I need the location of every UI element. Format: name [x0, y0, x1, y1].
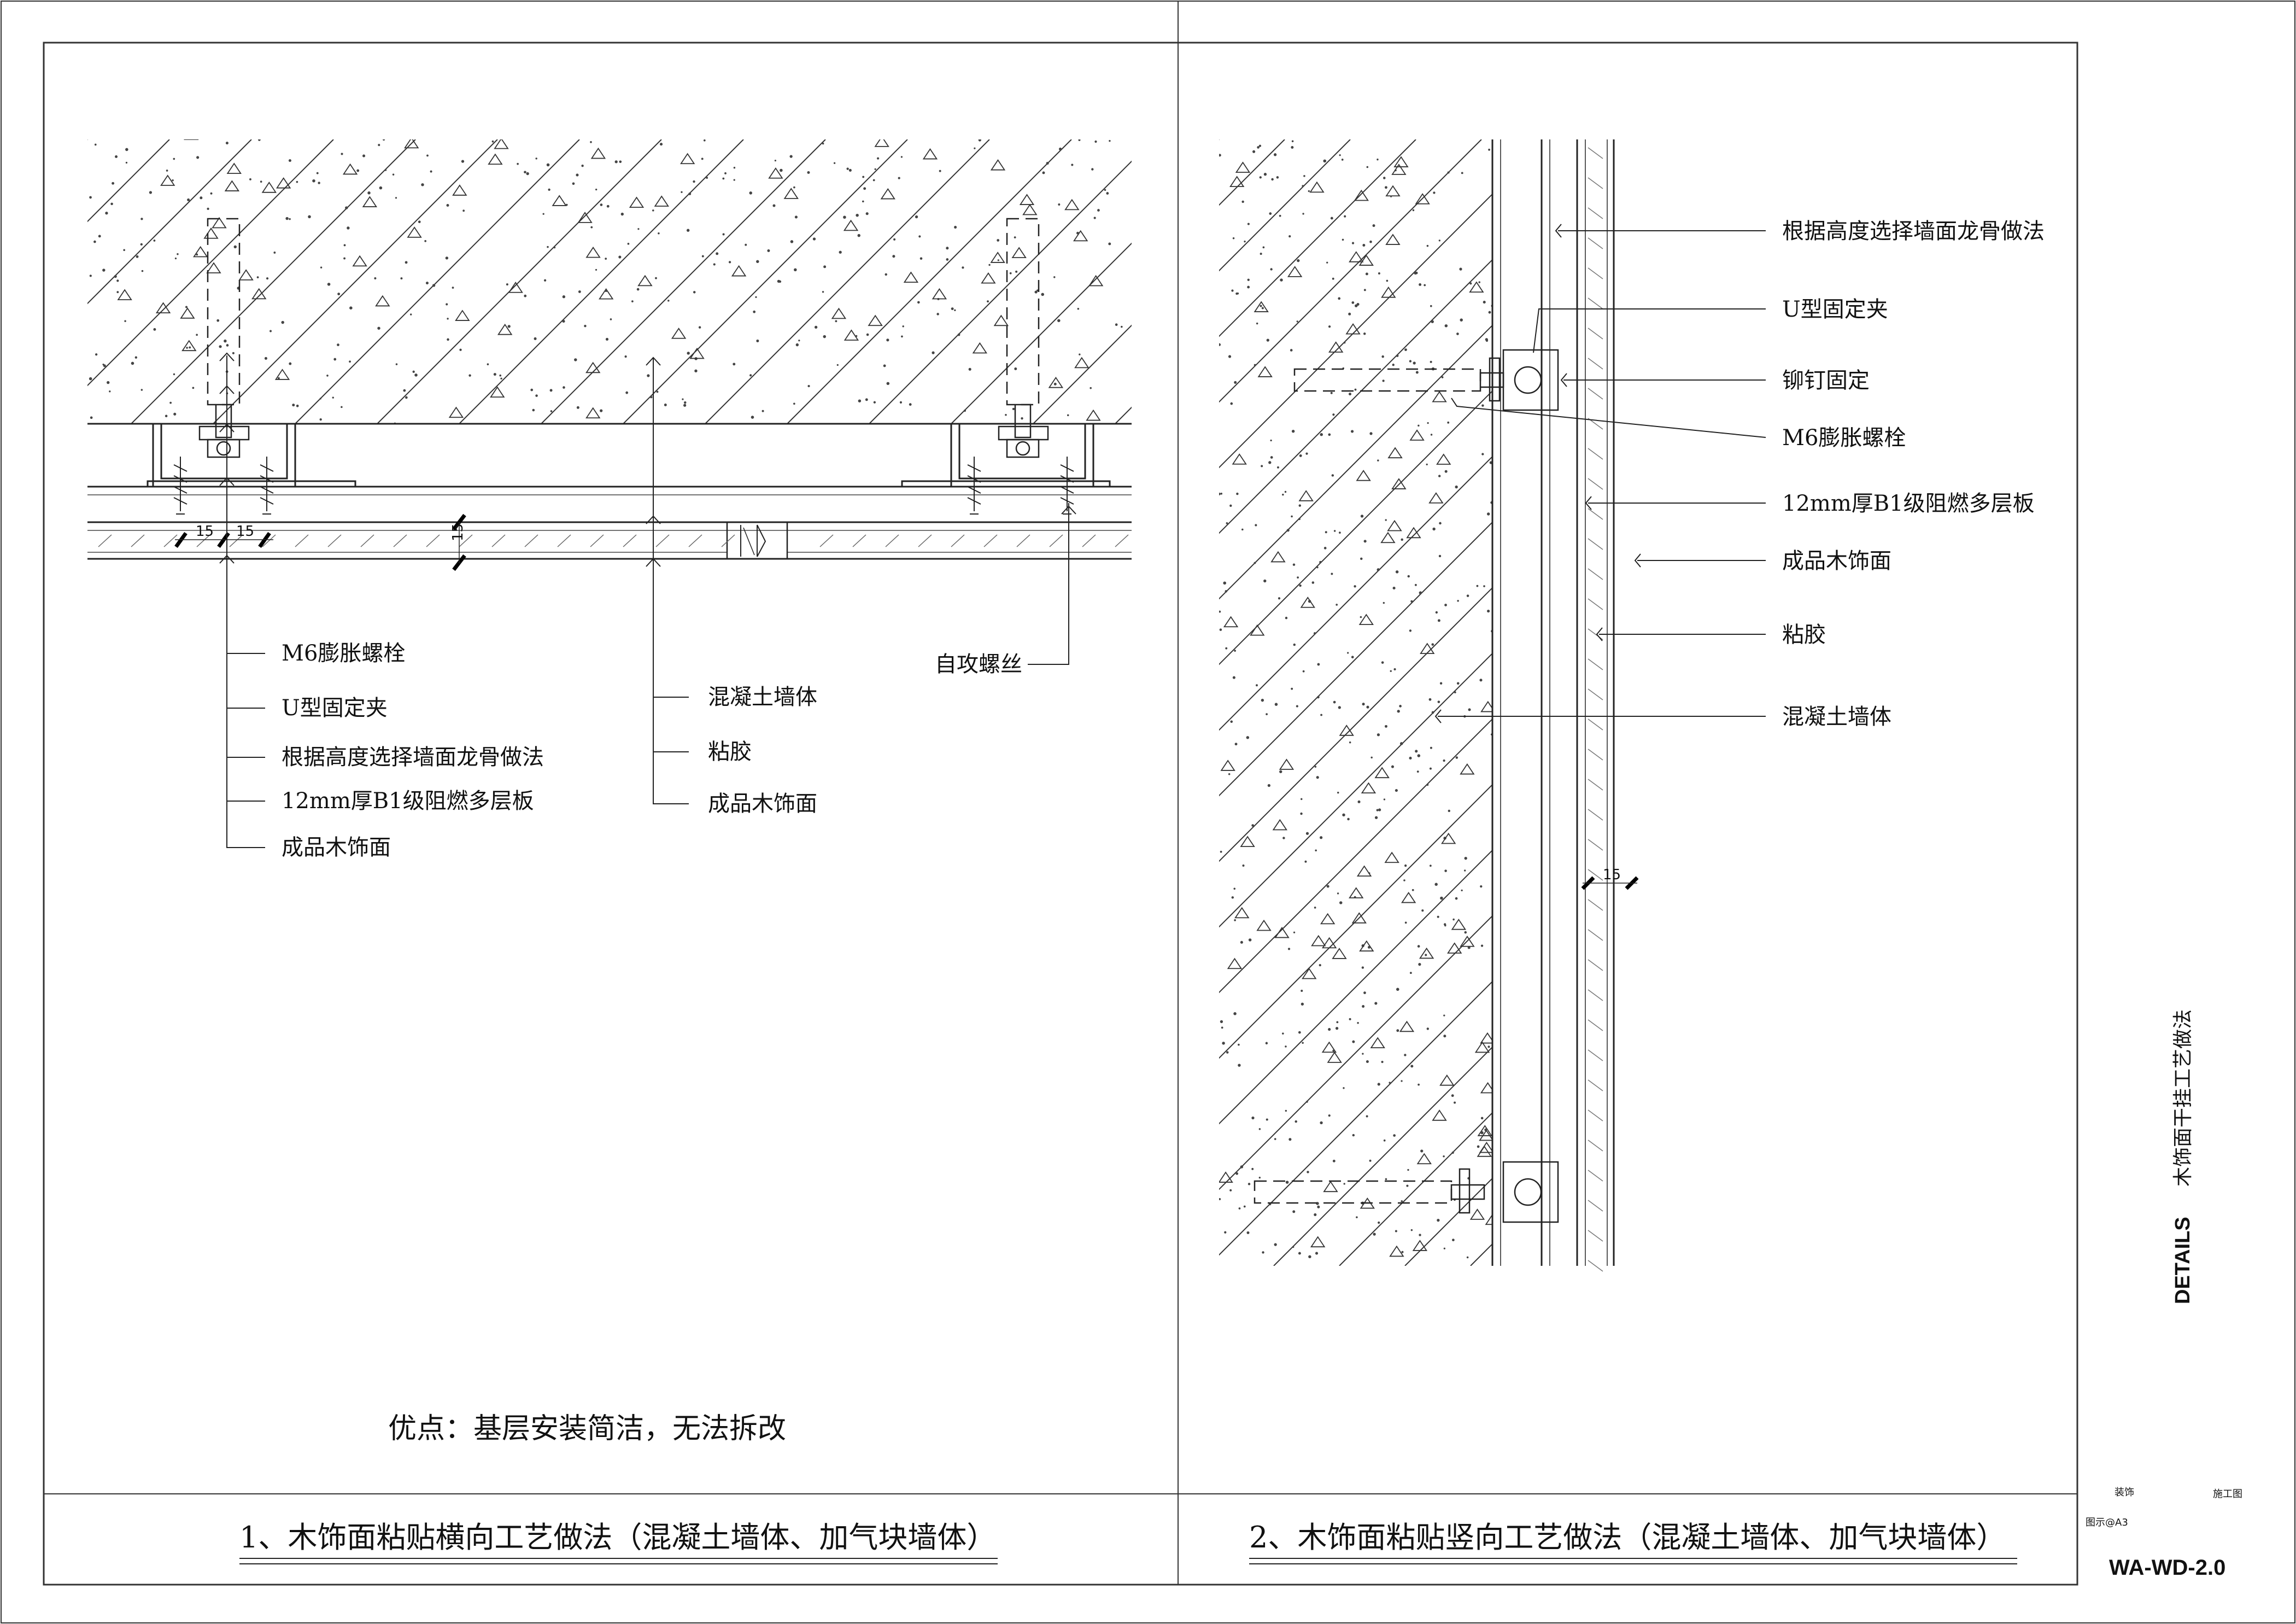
tb-field-decoration: 装饰: [2115, 1487, 2134, 1498]
label-concrete-wall: 混凝土墙体: [708, 685, 817, 710]
d2-label-rivet: 铆钉固定: [1782, 368, 1870, 393]
concrete-hatch-1: [87, 139, 1132, 424]
title-block: DETAILS 木饰面干挂工艺做法 装饰 施工图 图示@A3 WA-WD-2.0: [2086, 1009, 2242, 1580]
detail-1-caption: 1、木饰面粘贴横向工艺做法（混凝土墙体、加气块墙体）: [239, 1520, 996, 1555]
detail-2-drawing: 15 根据高度选择墙面龙骨做法 U型固定夹 铆钉固定 M6膨胀螺栓 12mm厚B…: [1219, 139, 2045, 1272]
label-keel-method: 根据高度选择墙面龙骨做法: [282, 745, 544, 770]
d2-label-plywood: 12mm厚B1级阻燃多层板: [1782, 491, 2035, 516]
tb-scale: 图示@A3: [2086, 1517, 2128, 1528]
label-wood-veneer: 成品木饰面: [282, 835, 391, 860]
tb-drawing-code: WA-WD-2.0: [2109, 1556, 2225, 1580]
tb-title: 木饰面干挂工艺做法: [2172, 1009, 2194, 1187]
label-m6-bolt: M6膨胀螺栓: [282, 641, 405, 666]
label-adhesive: 粘胶: [708, 739, 752, 764]
dim-15-c: 15: [450, 523, 466, 541]
label-self-tapping-screw: 自攻螺丝: [935, 652, 1022, 677]
tb-details: DETAILS: [2171, 1217, 2194, 1304]
label-u-clip: U型固定夹: [282, 696, 388, 721]
detail-2-caption: 2、木饰面粘贴竖向工艺做法（混凝土墙体、加气块墙体）: [1249, 1520, 2006, 1555]
label-plywood: 12mm厚B1级阻燃多层板: [282, 788, 534, 814]
d2-label-m6-bolt: M6膨胀螺栓: [1782, 425, 1906, 451]
d2-label-adhesive: 粘胶: [1782, 622, 1826, 647]
d2-label-concrete-wall: 混凝土墙体: [1782, 704, 1891, 729]
dim-15-a: 15: [196, 523, 214, 540]
d2-label-wood-veneer: 成品木饰面: [1782, 548, 1891, 574]
tb-field-construction: 施工图: [2213, 1488, 2242, 1500]
dim-15-b: 15: [236, 523, 254, 540]
detail-1-drawing: 15 15 15 M6膨胀螺栓 U型固定夹 根据高度选择墙面龙骨做法 12mm厚…: [87, 139, 1132, 860]
dim-15-d: 15: [1603, 867, 1621, 883]
d2-label-u-clip: U型固定夹: [1782, 297, 1888, 322]
d2-label-keel-method: 根据高度选择墙面龙骨做法: [1782, 219, 2045, 244]
detail-1-note: 优点：基层安装简洁，无法拆改: [388, 1412, 786, 1445]
drawing-frame: [43, 42, 2078, 1586]
label-wood-veneer-mid: 成品木饰面: [708, 791, 817, 816]
concrete-aggregate-1: [89, 139, 1123, 424]
